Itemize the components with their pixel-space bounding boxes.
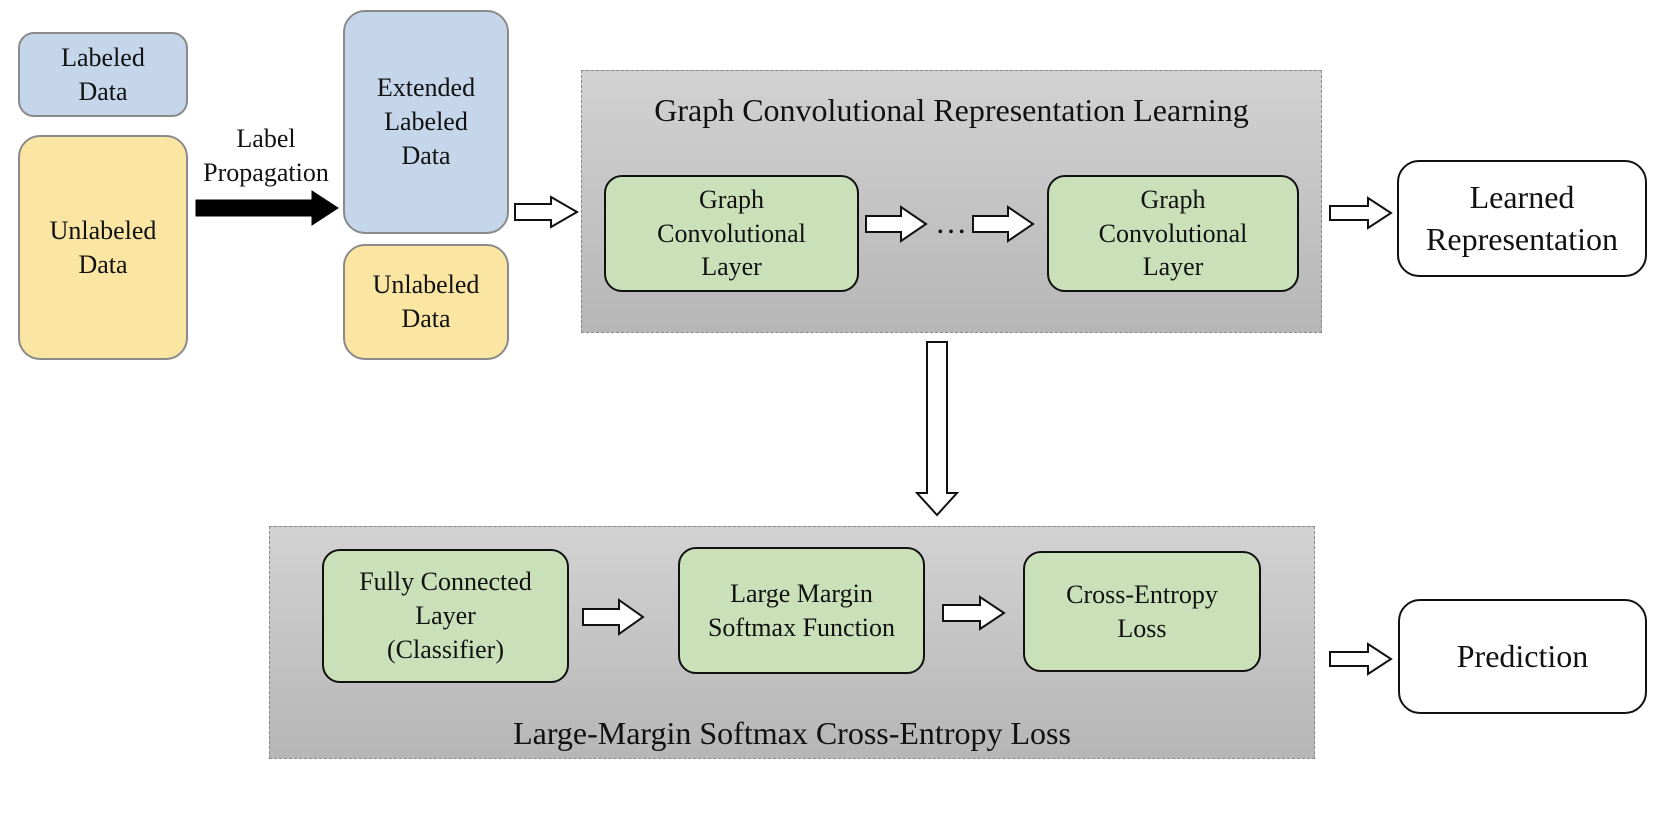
prediction-box: Prediction [1398,599,1647,714]
fc-to-softmax-arrow [582,598,645,636]
loss-to-prediction-arrow [1329,642,1393,676]
layer-ellipsis-arrow-1 [865,205,928,243]
unlabeled-data-box: Unlabeled Data [18,135,188,360]
layer-ellipsis-arrow-2 [972,205,1035,243]
extended-unlabeled-data-label: Unlabeled Data [372,270,480,333]
large-margin-softmax-box: Large Margin Softmax Function [678,547,925,674]
graph-conv-layer-1: Graph Convolutional Layer [604,175,859,292]
graph-conv-layer-2: Graph Convolutional Layer [1047,175,1299,292]
unlabeled-data-label: Unlabeled Data [49,215,157,279]
extended-to-gcn-arrow [514,195,580,229]
labeled-data-box: Labeled Data [18,32,188,117]
layers-ellipsis: … [935,204,967,240]
loss-panel-title: Large-Margin Softmax Cross-Entropy Loss [513,715,1071,751]
gcn-to-loss-arrow [914,341,960,517]
extended-labeled-data-box: Extended Labeled Data [343,10,509,234]
cross-entropy-loss-box: Cross-Entropy Loss [1023,551,1261,672]
extended-unlabeled-data-box: Unlabeled Data [343,244,509,360]
label-propagation-arrow [195,190,339,226]
extended-labeled-data-label: Extended Labeled Data [376,73,476,170]
softmax-to-ce-arrow [942,595,1006,631]
learned-representation-box: Learned Representation [1397,160,1647,277]
gcn-to-learned-arrow [1329,196,1393,230]
fully-connected-layer-box: Fully Connected Layer (Classifier) [322,549,569,683]
labeled-data-label: Labeled Data [61,42,145,106]
gcn-panel-title: Graph Convolutional Representation Learn… [654,92,1249,128]
label-propagation-text: Label Propagation [203,124,329,187]
